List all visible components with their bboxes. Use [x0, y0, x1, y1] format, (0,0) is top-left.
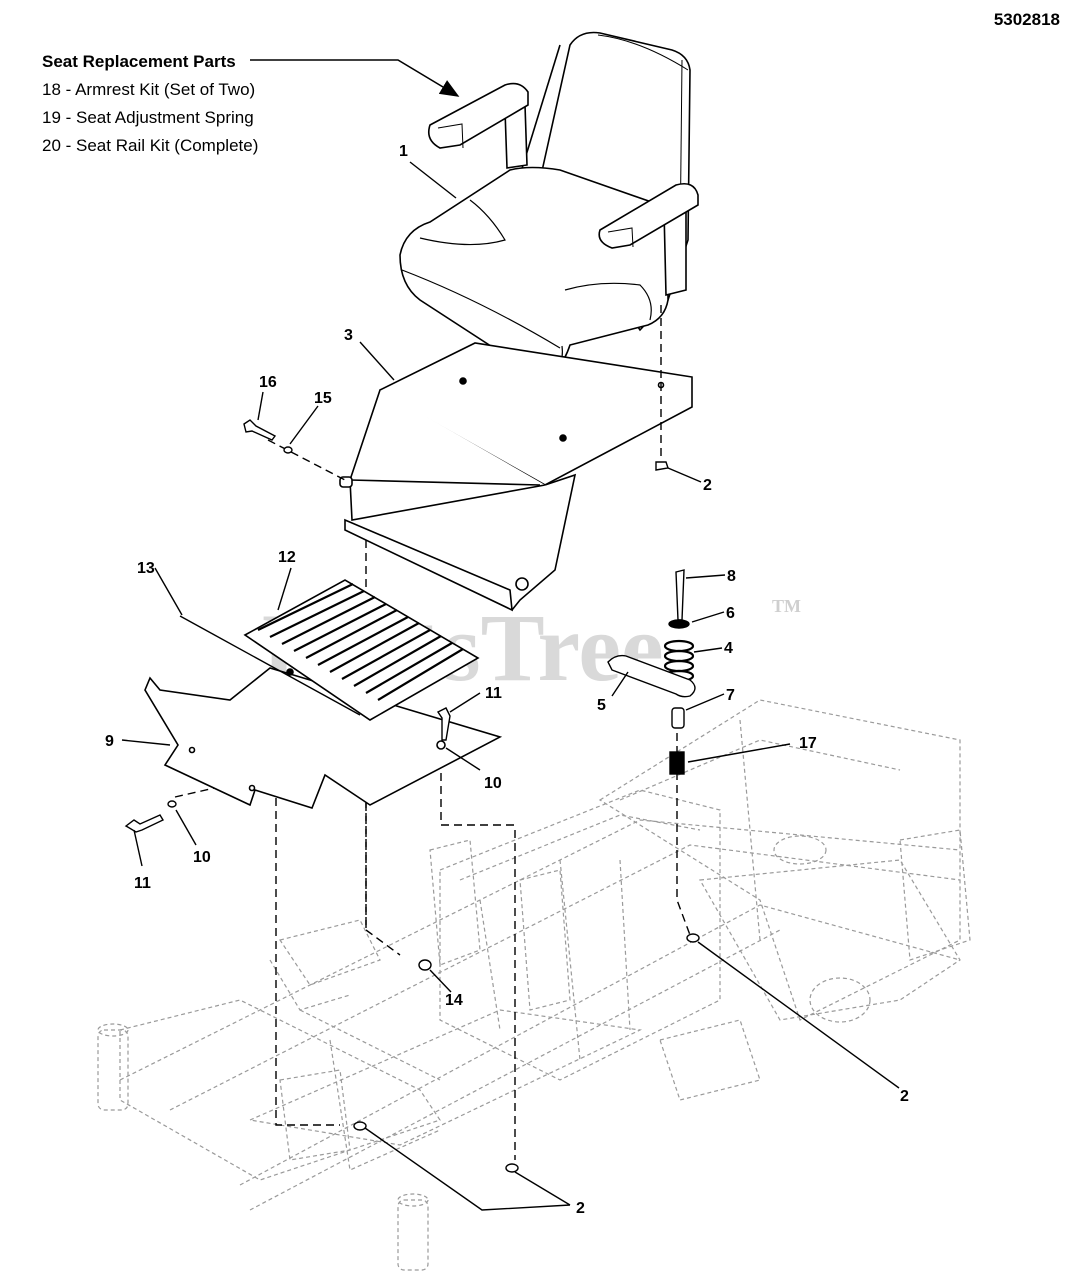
seat-assembly: [399, 31, 699, 379]
callout-12: 12: [278, 549, 296, 566]
mower-frame-phantom: [97, 699, 971, 1271]
legend-leader-arrow: [250, 59, 460, 97]
callout-9: 9: [105, 733, 114, 750]
legend-item-armrest-kit: 18 - Armrest Kit (Set of Two): [42, 80, 256, 99]
callout-2-rear: 2: [900, 1088, 909, 1105]
callout-leaders: [121, 161, 900, 1211]
callout-4: 4: [724, 640, 733, 657]
legend-title: Seat Replacement Parts: [42, 52, 236, 71]
callout-8: 8: [727, 568, 736, 585]
callout-6: 6: [726, 605, 735, 622]
callout-1: 1: [399, 143, 408, 160]
callout-15: 15: [314, 390, 332, 407]
mat-edge-plate: [179, 615, 361, 716]
watermark-tm: TM: [772, 596, 801, 616]
callout-16: 16: [259, 374, 277, 391]
callout-17: 17: [799, 735, 817, 752]
callout-5: 5: [597, 697, 606, 714]
callout-labels: 1 3 16 15 2 8 6 4 5 7 17 12 13 9 11 10 1…: [105, 143, 909, 1217]
legend-item-seat-adjustment-spring: 19 - Seat Adjustment Spring: [42, 108, 254, 127]
legend-item-seat-rail-kit: 20 - Seat Rail Kit (Complete): [42, 136, 259, 155]
floor-plate: [144, 667, 503, 809]
callout-10-upper: 10: [484, 775, 502, 792]
hardware: [124, 419, 700, 1173]
callout-14: 14: [445, 992, 463, 1009]
seat-replacement-legend: Seat Replacement Parts 18 - Armrest Kit …: [42, 48, 258, 160]
callout-2-pan: 2: [703, 477, 712, 494]
seat-pan: [339, 342, 693, 612]
callout-13: 13: [137, 560, 155, 577]
callout-2-front: 2: [576, 1200, 585, 1217]
callout-3: 3: [344, 327, 353, 344]
callout-11-lower: 11: [134, 875, 151, 892]
callout-11-upper: 11: [485, 685, 502, 702]
callout-10-lower: 10: [193, 849, 211, 866]
drawing-number: 5302818: [993, 10, 1060, 29]
callout-7: 7: [726, 687, 735, 704]
floor-mat: [243, 579, 480, 721]
